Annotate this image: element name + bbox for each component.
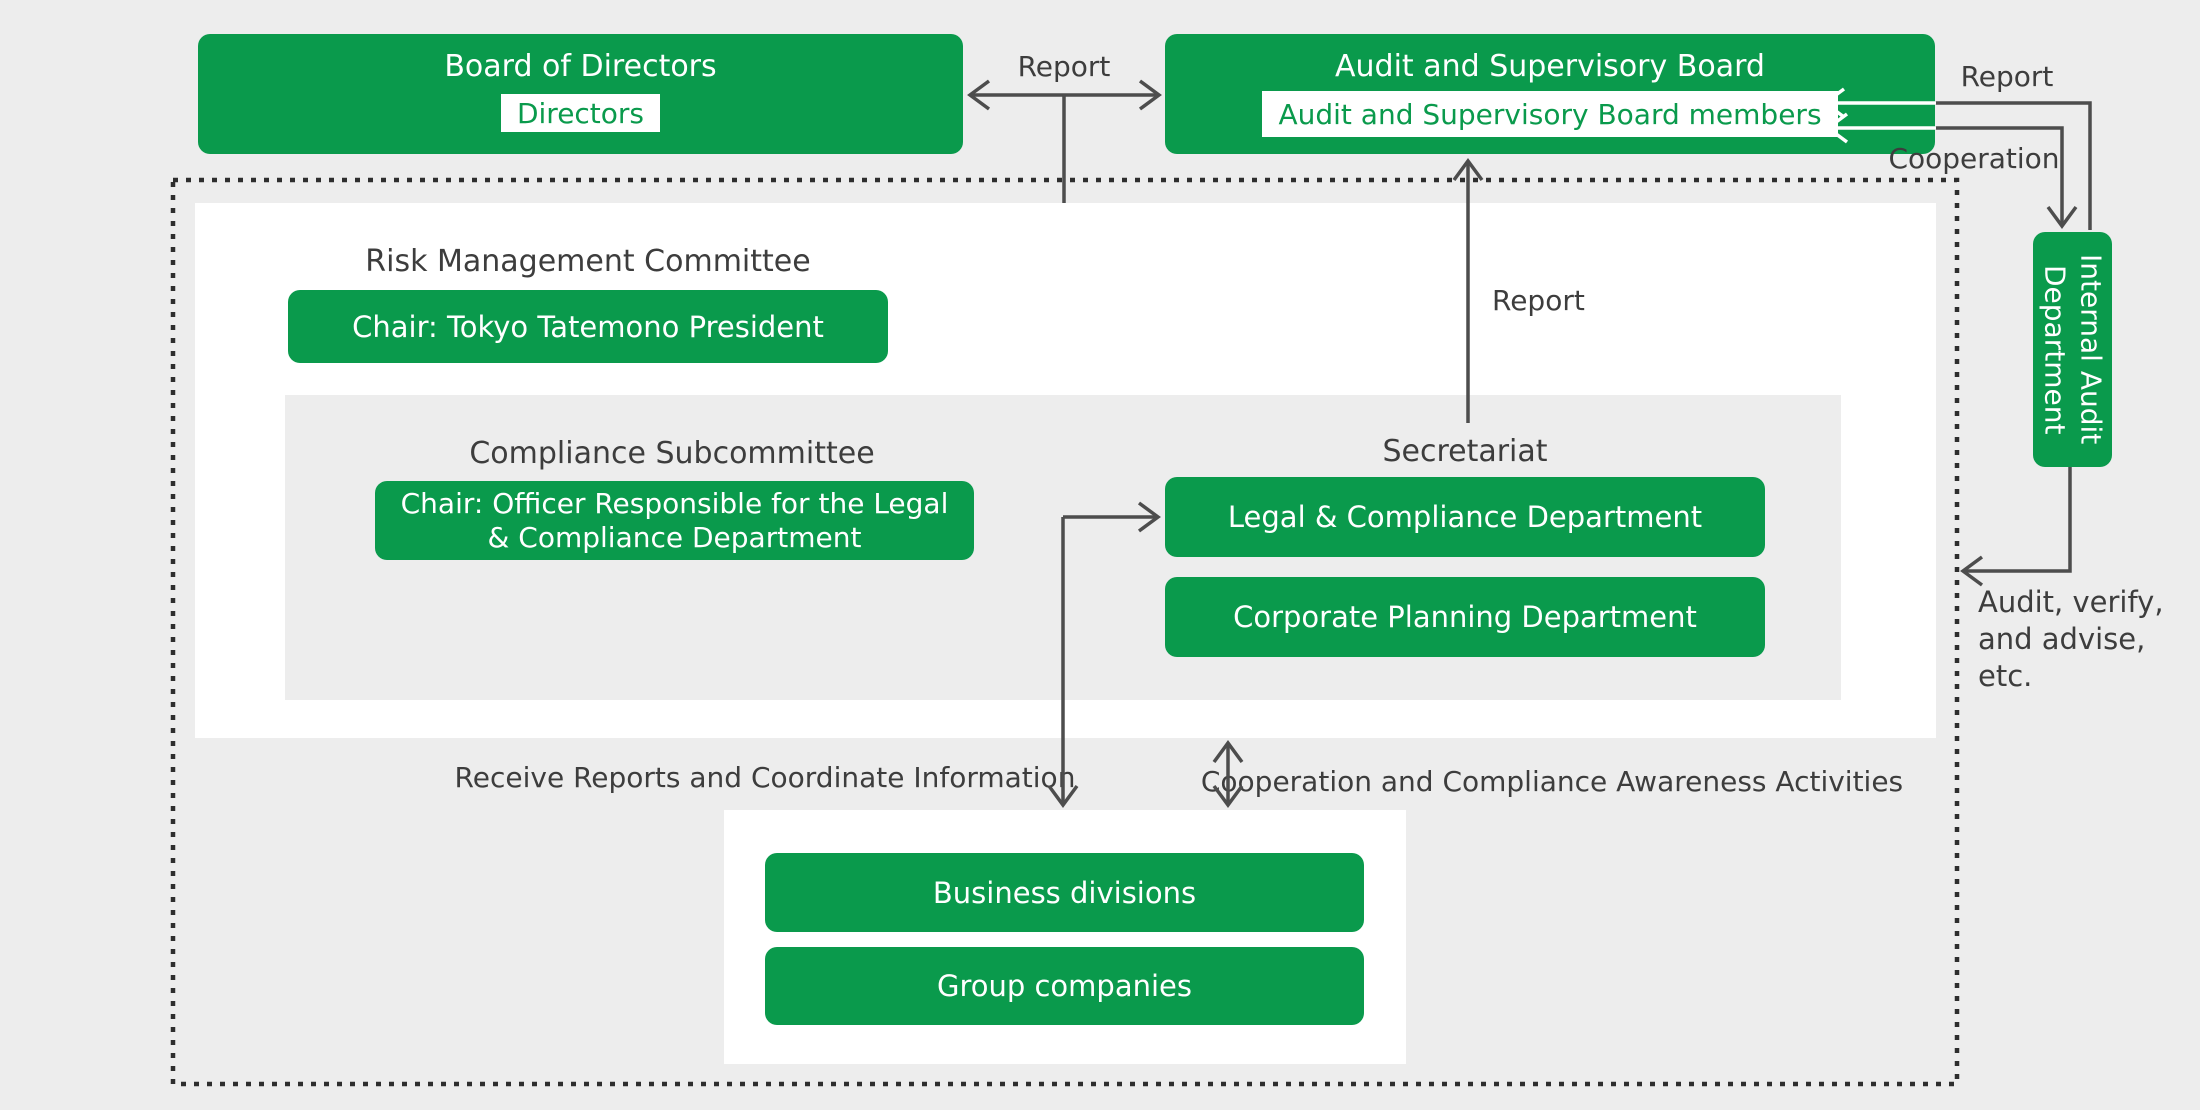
directors-badge: Directors xyxy=(500,94,661,132)
internal-audit-department-box: Internal Audit Department xyxy=(2033,232,2112,467)
corporate-planning-department-box: Corporate Planning Department xyxy=(1165,577,1765,657)
audit-supervisory-board-title: Audit and Supervisory Board xyxy=(1335,49,1765,84)
board-of-directors-box: Board of Directors Directors xyxy=(198,34,963,154)
group-companies-box: Group companies xyxy=(765,947,1364,1025)
report-label-internal-audit: Report xyxy=(1960,60,2054,93)
receive-reports-label: Receive Reports and Coordinate Informati… xyxy=(454,761,1076,794)
cooperation-label-internal-audit: Cooperation xyxy=(1888,142,2060,175)
audit-verify-advise-note: Audit, verify, and advise, etc. xyxy=(1978,585,2164,693)
audit-supervisory-board-box: Audit and Supervisory Board Audit and Su… xyxy=(1165,34,1935,154)
audit-board-members-badge: Audit and Supervisory Board members xyxy=(1262,91,1838,137)
secretariat-heading: Secretariat xyxy=(1382,434,1548,469)
compliance-subcommittee-heading: Compliance Subcommittee xyxy=(469,436,875,471)
audit-verify-line xyxy=(1960,467,2072,587)
report-label-secretariat: Report xyxy=(1492,284,1585,317)
cooperation-awareness-label: Cooperation and Compliance Awareness Act… xyxy=(1200,765,1904,798)
risk-committee-heading: Risk Management Committee xyxy=(365,244,811,279)
board-of-directors-title: Board of Directors xyxy=(444,49,717,84)
internal-audit-department-label: Internal Audit Department xyxy=(2038,254,2108,445)
report-label-top: Report xyxy=(1017,50,1111,83)
legal-compliance-department-box: Legal & Compliance Department xyxy=(1165,477,1765,557)
compliance-subcommittee-chair-box: Chair: Officer Responsible for the Legal… xyxy=(375,481,974,560)
risk-committee-chair-box: Chair: Tokyo Tatemono President xyxy=(288,290,888,363)
business-divisions-box: Business divisions xyxy=(765,853,1364,932)
business-units-panel xyxy=(724,810,1406,1064)
